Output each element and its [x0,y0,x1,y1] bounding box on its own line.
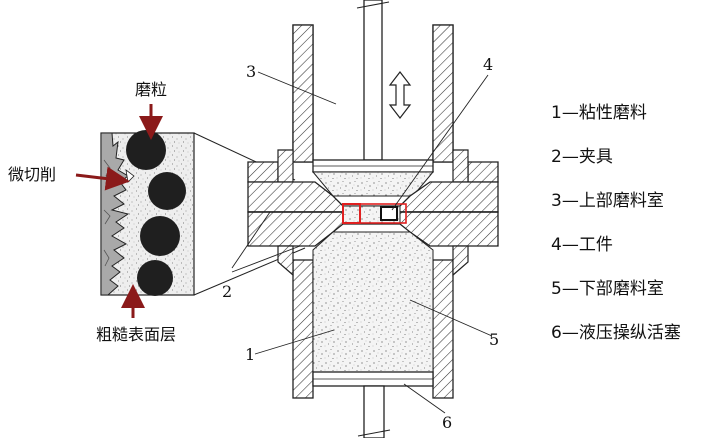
microcut-label: 微切削 [8,165,56,184]
upper-right-wall [432,24,454,163]
leader-3 [257,71,337,105]
legend-item-3: 3—上部磨料室 [551,191,664,211]
leader-lines [231,71,493,414]
part-number-5: 5 [489,330,499,349]
upper-piston-rod [363,0,383,161]
leader-2a [231,211,271,269]
legend: 1—粘性磨料 2—夹具 3—上部磨料室 4—工件 5—下部磨料室 6—液压操纵活… [551,103,681,343]
legend-item-4: 4—工件 [551,235,613,255]
lower-piston-rod [363,385,385,438]
legend-item-5: 5—下部磨料室 [551,279,664,299]
upper-left-wall [292,24,314,163]
part-number-4: 4 [483,55,493,74]
legend-item-6: 6—液压操纵活塞 [551,323,681,343]
up-down-arrow-icon [388,71,412,119]
leader-2b [231,245,301,273]
leader-5 [409,299,493,337]
part-number-1: 1 [245,345,255,364]
microcut-arrow [75,166,130,191]
break-line-bottom [357,429,391,437]
lower-right-flange [452,245,469,277]
lower-right-wall [432,259,454,399]
surface-inset [100,130,195,296]
abrasive-label: 磨粒 [135,80,167,99]
part-number-6: 6 [442,413,452,432]
leader-1 [254,329,335,355]
upper-left-flange [277,149,294,183]
break-line-top [356,1,390,9]
leader-4 [391,74,489,211]
abrasive-grain [137,260,173,296]
workpiece [380,206,398,221]
legend-item-1: 1—粘性磨料 [551,103,647,123]
rough-layer-label: 粗糙表面层 [96,325,176,344]
abrasive-grain [148,172,186,210]
workpiece-highlight-box [359,203,407,224]
abrasive-grain [126,130,166,170]
lower-left-wall [292,259,314,399]
upper-right-flange [452,149,469,183]
machine-cross-section [247,0,499,438]
part-number-2: 2 [222,282,232,301]
lower-left-flange [277,245,294,277]
leader-6 [403,383,446,414]
abrasive-grain [140,216,180,256]
part-number-3: 3 [246,62,256,81]
inset-arrows [75,104,163,318]
legend-item-2: 2—夹具 [551,147,613,167]
